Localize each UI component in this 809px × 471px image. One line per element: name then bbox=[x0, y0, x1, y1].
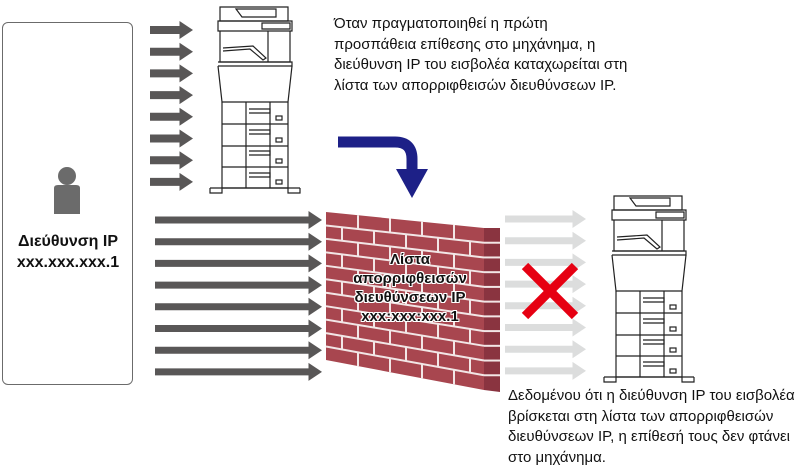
printer-part bbox=[628, 197, 671, 207]
rejected-list-label-line3: διευθύνσεων IP bbox=[354, 289, 466, 306]
printer-icon-bottom bbox=[603, 195, 695, 383]
printer-part bbox=[222, 123, 288, 168]
rejected-arrow bbox=[505, 253, 586, 272]
rejected-arrow bbox=[505, 361, 586, 380]
attack-arrow bbox=[150, 86, 193, 105]
printer-part bbox=[669, 326, 677, 332]
attack-arrow bbox=[150, 129, 193, 148]
attack-arrow bbox=[155, 362, 322, 381]
printer-part bbox=[209, 187, 301, 194]
attack-arrow bbox=[155, 276, 322, 295]
attacker-ip-address: xxx.xxx.xxx.1 bbox=[16, 254, 120, 271]
attack-arrow bbox=[150, 172, 193, 191]
rejected-list-label: Λίστα απορριφθεισών διευθύνσεων IP xxx:x… bbox=[338, 250, 482, 326]
printer-part bbox=[612, 250, 687, 256]
printer-part bbox=[643, 297, 665, 367]
attack-arrow bbox=[155, 341, 322, 360]
printer-part bbox=[221, 102, 289, 189]
attack-arrow bbox=[155, 297, 322, 316]
attack-arrow bbox=[150, 42, 193, 61]
attack-arrow bbox=[155, 254, 322, 273]
person-icon bbox=[54, 167, 80, 214]
attack-arrow bbox=[150, 151, 193, 170]
caption-first-attack: Όταν πραγματοποιηθεί η πρώτη προσπάθεια … bbox=[334, 15, 628, 94]
rejected-arrow bbox=[505, 210, 586, 228]
printer-part bbox=[615, 291, 683, 378]
printer-part bbox=[275, 137, 283, 143]
printer-part bbox=[669, 304, 677, 310]
printer-part bbox=[217, 65, 293, 103]
rejected-arrow bbox=[505, 231, 586, 250]
printer-part bbox=[275, 179, 283, 185]
mortar-line bbox=[325, 224, 485, 244]
printer-part bbox=[611, 254, 687, 292]
rejected-arrow bbox=[505, 340, 586, 359]
red-x-icon bbox=[521, 262, 579, 320]
printer-part bbox=[219, 31, 291, 63]
printer-part bbox=[616, 312, 682, 357]
printer-part bbox=[261, 22, 291, 30]
mortar-line bbox=[325, 278, 485, 303]
printer-part bbox=[222, 45, 267, 61]
printer-part bbox=[249, 108, 271, 178]
attack-arrow bbox=[155, 232, 322, 251]
printer-part bbox=[218, 61, 293, 67]
attack-arrow bbox=[150, 107, 193, 126]
blocked-attack-arrows bbox=[155, 211, 322, 381]
printer-part bbox=[275, 158, 283, 164]
attack-arrow bbox=[155, 319, 322, 338]
printer-part bbox=[217, 20, 293, 32]
printer-part bbox=[669, 368, 677, 374]
attack-arrow bbox=[150, 21, 193, 39]
printer-part bbox=[603, 376, 695, 383]
brick-wall-icon bbox=[325, 212, 500, 392]
printer-part bbox=[613, 220, 685, 252]
first-attack-arrows bbox=[150, 21, 193, 191]
printer-part bbox=[655, 211, 685, 219]
printer-part bbox=[275, 115, 283, 121]
printer-part bbox=[611, 209, 687, 221]
attacker-ip-label: Διεύθυνση IP xxx.xxx.xxx.1 bbox=[0, 231, 136, 273]
printer-icon-top bbox=[209, 6, 301, 194]
rejected-arrow bbox=[505, 296, 586, 315]
attacker-ip-label-title: Διεύθυνση IP bbox=[18, 233, 118, 250]
mortar-line bbox=[325, 305, 485, 333]
attack-arrow bbox=[155, 211, 322, 229]
rejected-list-label-line2: απορριφθεισών bbox=[353, 270, 467, 287]
printer-part bbox=[613, 195, 683, 211]
attacker-box bbox=[2, 22, 133, 385]
printer-part bbox=[234, 8, 277, 18]
caption-blocked-attack: Δεδομένου ότι η διεύθυνση IP του εισβολέ… bbox=[508, 387, 795, 466]
printer-part bbox=[639, 291, 665, 377]
rejected-list-label-line1: Λίστα bbox=[390, 251, 430, 268]
attack-arrow bbox=[150, 64, 193, 83]
printer-part bbox=[669, 347, 677, 353]
mortar-line bbox=[325, 332, 485, 362]
printer-part bbox=[219, 6, 289, 22]
rejected-arrow bbox=[505, 318, 586, 337]
mortar-line bbox=[325, 251, 485, 274]
printer-part bbox=[245, 102, 271, 188]
printer-part bbox=[616, 234, 661, 250]
curved-arrow-down-icon bbox=[338, 136, 428, 198]
rejected-list-ip: xxx:xxx:xxx.1 bbox=[361, 308, 459, 325]
